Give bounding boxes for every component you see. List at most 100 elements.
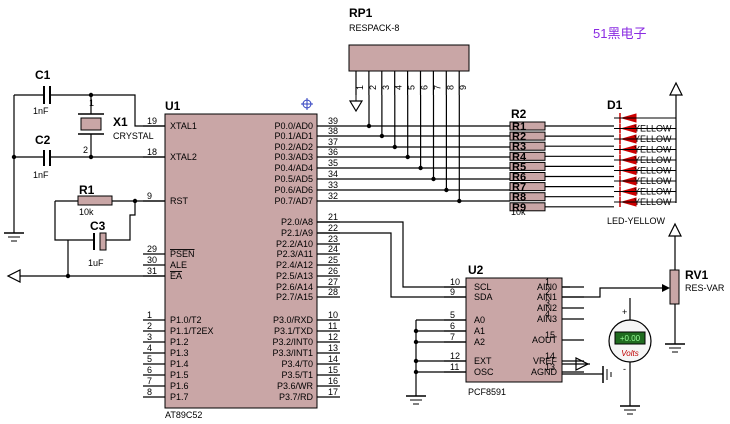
- u1-pin-label: ALE: [170, 260, 187, 270]
- r2-row-R3: R3: [509, 141, 614, 153]
- u1-pin-num: 2: [147, 321, 152, 331]
- rp1-pin-num: 8: [445, 85, 455, 90]
- u1-pin-label: P0.0/AD0: [274, 121, 313, 131]
- voltmeter-unit: Volts: [621, 349, 639, 358]
- u1-pin-num: 37: [328, 137, 338, 147]
- rp1-ref: RP1: [349, 6, 373, 20]
- u1-pin-label: P2.7/A15: [276, 292, 313, 302]
- u1-pin-label: P3.4/T0: [281, 359, 313, 369]
- power-arrow-left-icon: [6, 269, 21, 283]
- u1-pin-label: P1.7: [170, 392, 189, 402]
- u2-pin-label: AIN2: [537, 303, 557, 313]
- u1-pin-label: P0.3/AD3: [274, 152, 313, 162]
- c3-capacitor[interactable]: C3 1uF: [88, 219, 107, 268]
- u2-pin-num: 15: [545, 330, 555, 340]
- u1-pin-num: 38: [328, 126, 338, 136]
- u1-pin-label: P1.1/T2EX: [170, 326, 214, 336]
- r1-resistor[interactable]: R1 10k: [77, 183, 113, 217]
- c3-ref: C3: [90, 219, 106, 233]
- c3-value: 1uF: [88, 258, 104, 268]
- u1-pin-num: 13: [328, 343, 338, 353]
- rv1-potentiometer[interactable]: RV1 RES-VAR: [662, 268, 725, 305]
- u1-pin-num: 36: [328, 147, 338, 157]
- u1-pin-label: P2.3/A11: [277, 249, 313, 259]
- u2-pin-label: AOUT: [532, 335, 558, 345]
- c1-value: 1nF: [33, 106, 49, 116]
- u1-pin-label: P1.3: [170, 348, 189, 358]
- u1-pin-num: 24: [328, 244, 338, 254]
- u1-pin-label: P0.4/AD4: [274, 163, 313, 173]
- voltmeter[interactable]: +0.00 Volts + -: [608, 298, 652, 415]
- rp1-pin-4: 4: [394, 71, 404, 95]
- u1-pin-num: 9: [147, 191, 152, 201]
- x1-ref: X1: [113, 115, 128, 129]
- u1-pin-label: PSEN: [170, 249, 195, 259]
- c1-ref: C1: [35, 68, 51, 82]
- rv1-ref: RV1: [685, 268, 708, 282]
- u1-pin-num: 34: [328, 169, 338, 179]
- d1-led-bar[interactable]: D1 LED-YELLOW YELLOWYELLOWYELLOWYELLOWYE…: [607, 98, 676, 226]
- u1-pin-label: P0.6/AD6: [274, 185, 313, 195]
- rp1-pin-5: 5: [407, 71, 417, 95]
- u1-pin-num: 12: [328, 332, 338, 342]
- led-label: YELLOW: [634, 155, 672, 165]
- rp1-pin-num: 9: [458, 85, 468, 90]
- led-diode-icon: YELLOW: [614, 176, 676, 186]
- u1-pin-label: P3.5/T1: [281, 370, 313, 380]
- u2-pin-num: 7: [450, 332, 455, 342]
- r2-row-label: R2: [512, 131, 526, 143]
- u2-pin-num: 13: [545, 362, 555, 372]
- u1-pin-label: P2.4/A12: [276, 260, 313, 270]
- led-label: YELLOW: [634, 145, 672, 155]
- u2-pin-num: 9: [450, 287, 455, 297]
- brand-label: 51黑电子: [593, 26, 646, 41]
- led-label: YELLOW: [634, 134, 672, 144]
- r2-value: 10k: [511, 207, 526, 217]
- u1-ref: U1: [165, 99, 181, 113]
- u2-pin-num: 1: [545, 277, 550, 287]
- u1-pin-label: P0.1/AD1: [274, 131, 313, 141]
- u1-pin-label: P3.7/RD: [279, 392, 314, 402]
- u1-pin-num: 8: [147, 387, 152, 397]
- c2-capacitor[interactable]: C2 1nF: [33, 133, 51, 180]
- c1-capacitor[interactable]: C1 1nF: [33, 68, 51, 116]
- u1-pin-num: 25: [328, 255, 338, 265]
- u1-pin-num: 27: [328, 277, 338, 287]
- u1-pin-label: P1.0/T2: [170, 315, 202, 325]
- r1-value: 10k: [79, 207, 94, 217]
- u2-pin-num: 10: [450, 277, 460, 287]
- u2-pin-label: A0: [474, 315, 485, 325]
- u1-pin-num: 29: [147, 244, 157, 254]
- u2-pin-label: SDA: [474, 292, 493, 302]
- r2-row-R6: R6: [509, 172, 614, 184]
- c2-ref: C2: [35, 133, 51, 147]
- u1-pin-num: 17: [328, 387, 338, 397]
- u1-pin-num: 21: [328, 212, 338, 222]
- d1-part: LED-YELLOW: [607, 216, 666, 226]
- u1-pin-label: P1.5: [170, 370, 189, 380]
- u1-pin-label: XTAL1: [170, 121, 197, 131]
- r2-row-label: R7: [512, 182, 526, 194]
- u1-pin-label: P3.6/WR: [277, 381, 314, 391]
- led-label: YELLOW: [634, 187, 672, 197]
- p0-bus-wires: [340, 95, 510, 204]
- u2-pin-num: 2: [545, 287, 550, 297]
- d1-leds: YELLOWYELLOWYELLOWYELLOWYELLOWYELLOWYELL…: [614, 113, 676, 207]
- u1-pin-label: P2.0/A8: [281, 217, 313, 227]
- d1-ref: D1: [607, 98, 623, 112]
- u2-pin-num: 12: [450, 351, 460, 361]
